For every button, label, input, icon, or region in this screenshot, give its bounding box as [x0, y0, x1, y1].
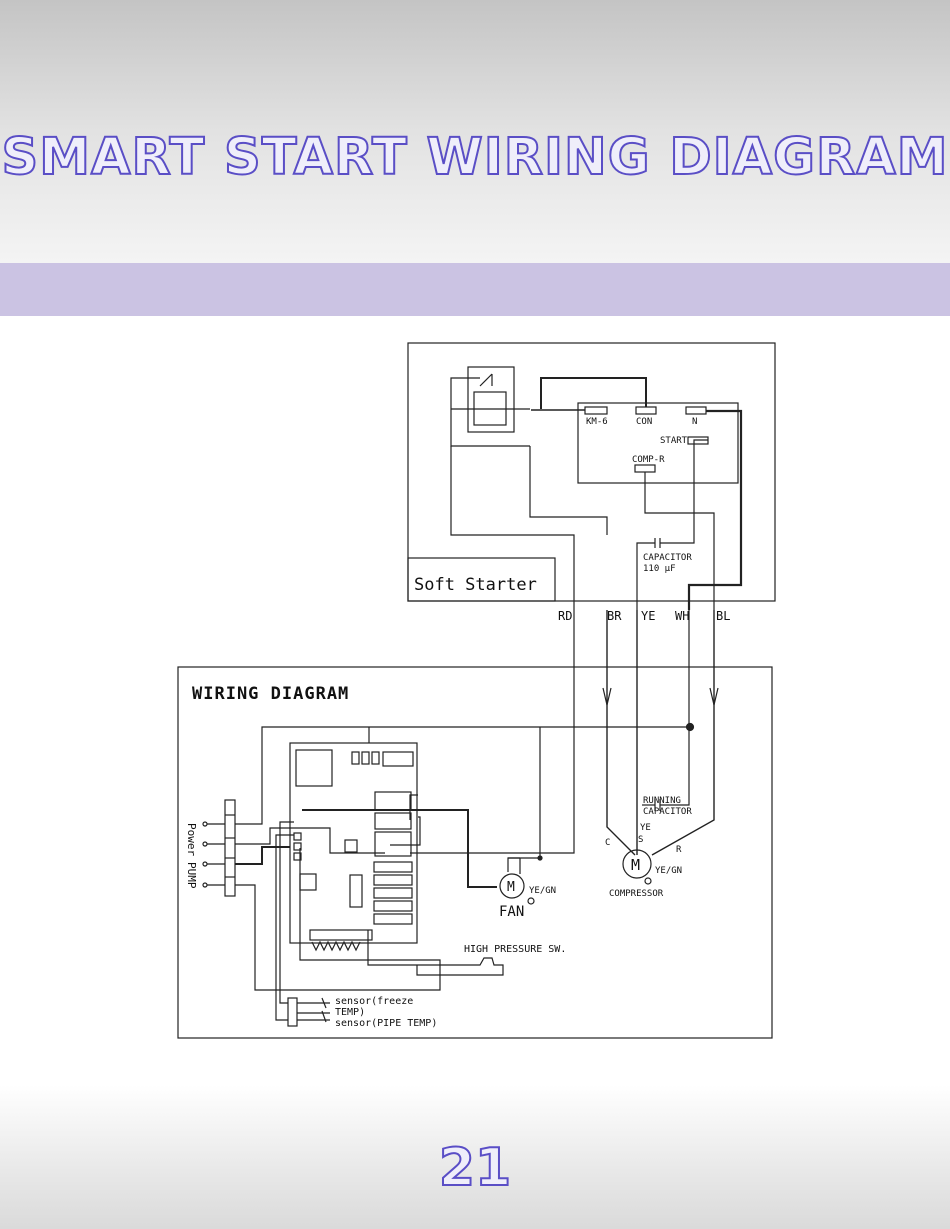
soft-starter-label: Soft Starter: [414, 575, 537, 595]
compressor-wire-label: YE/GN: [655, 866, 682, 876]
comp-r-label: COMP-R: [632, 455, 665, 465]
soft-starter-panel: [408, 343, 775, 610]
con-label: CON: [636, 417, 652, 427]
km6-label: KM-6: [586, 417, 608, 427]
wire-label-br: BR: [607, 609, 622, 623]
sensor-connector: [288, 998, 297, 1026]
control-board: [290, 743, 417, 943]
capacitor-value: 110 μF: [643, 564, 676, 574]
c-label: C: [605, 838, 610, 848]
fan-m-label: M: [507, 880, 515, 895]
sensor-pipe-label: sensor(PIPE TEMP): [335, 1018, 437, 1029]
ye-label: YE: [640, 823, 651, 833]
n-label: N: [692, 417, 697, 427]
sensor-freeze-label-2: TEMP): [335, 1007, 365, 1018]
running-capacitor-label-1: RUNNING: [643, 796, 681, 806]
compressor-label: COMPRESSOR: [609, 889, 664, 899]
high-pressure-label: HIGH PRESSURE SW.: [464, 944, 566, 955]
sensor-freeze-label-1: sensor(freeze: [335, 996, 413, 1007]
wiring-diagram-title: WIRING DIAGRAM: [192, 684, 349, 704]
capacitor-label: CAPACITOR: [643, 553, 692, 563]
board-transformer: [296, 750, 332, 786]
s-label: S: [638, 835, 643, 845]
pump-label: PUMP: [185, 862, 198, 889]
terminal-comp-r: [635, 465, 655, 472]
start-label: START: [660, 436, 688, 446]
r-label: R: [676, 845, 682, 855]
compressor-m-label: M: [631, 856, 640, 874]
terminal-km6: [585, 407, 607, 414]
wire-label-ye: YE: [641, 609, 655, 623]
terminal-con: [636, 407, 656, 414]
relay-outer: [468, 367, 514, 432]
controller-box: [578, 403, 738, 483]
power-label: Power: [185, 823, 198, 856]
running-capacitor-label-2: CAPACITOR: [643, 807, 692, 817]
fan-label: FAN: [499, 904, 524, 920]
wire-label-wh: WH: [675, 609, 689, 623]
wiring-diagram-panel: [178, 610, 772, 1038]
wire-label-rd: RD: [558, 609, 572, 623]
fan-wire-label: YE/GN: [529, 886, 556, 896]
soft-starter-frame: [408, 343, 775, 601]
terminal-n: [686, 407, 706, 414]
wire-label-bl: BL: [716, 609, 730, 623]
